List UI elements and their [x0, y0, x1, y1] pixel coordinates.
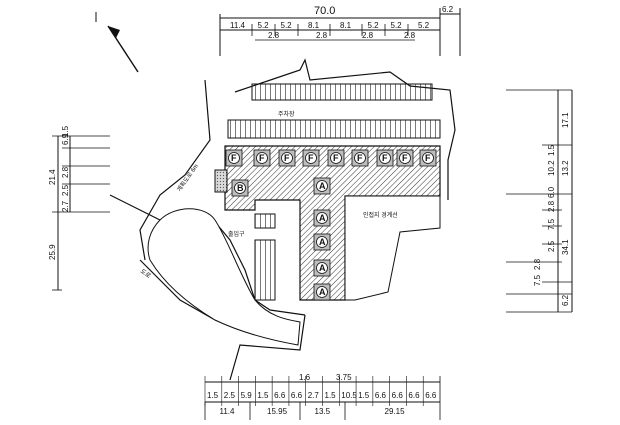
dim-right-7-5: 7.5	[547, 218, 556, 230]
unit-f-marker: F	[302, 149, 320, 167]
svg-text:A: A	[319, 263, 326, 273]
label-adjacent-boundary: 인접지 경계선	[363, 211, 398, 219]
dim-bottom-1-6: 1.6	[299, 373, 311, 382]
dim-left-6-9: 6.9	[61, 133, 70, 145]
svg-text:F: F	[382, 153, 388, 163]
dim-right-2-8: 2.8	[547, 200, 556, 212]
top-dimension-chain: 70.0 6.2 11.4 5.2 5.2 8.1 8.1 5.2 5.2 5.2 2.8 2.…	[219, 5, 461, 56]
svg-text:A: A	[319, 287, 326, 297]
svg-text:F: F	[425, 153, 431, 163]
dim-right-6-2: 6.2	[561, 294, 570, 306]
top-row2-label: 2.8	[268, 31, 280, 40]
road-region	[147, 208, 301, 346]
svg-text:F: F	[284, 153, 290, 163]
bottom-row2-label: 11.4	[220, 407, 236, 416]
dim-right-17-1: 17.1	[561, 112, 570, 128]
top-row1-label: 5.2	[368, 21, 380, 30]
dim-left-2-7: 2.7	[61, 200, 70, 212]
bottom-row1-label: 1.5	[358, 391, 370, 400]
top-row2-label: 2.8	[316, 31, 328, 40]
unit-f-marker: F	[278, 149, 296, 167]
bottom-row2-label: 13.5	[315, 407, 331, 416]
bottom-row1-label: 6.6	[375, 391, 387, 400]
parking-area	[227, 83, 441, 139]
bottom-row2-label: 15.95	[267, 407, 288, 416]
bottom-row1-label: 1.5	[325, 391, 337, 400]
svg-text:F: F	[231, 153, 237, 163]
dim-right-34-1: 34.1	[561, 239, 570, 255]
unit-f-marker: F	[351, 149, 369, 167]
svg-text:F: F	[333, 153, 339, 163]
top-row2-label: 2.8	[404, 31, 416, 40]
bottom-row1-label: 1.5	[207, 391, 219, 400]
top-row1-label: 11.4	[230, 21, 246, 30]
unit-f-marker: F	[253, 149, 271, 167]
dim-left-25-9: 25.9	[48, 244, 57, 260]
dim-right-7-5b: 7.5	[533, 274, 542, 286]
bottom-row1-label: 6.6	[425, 391, 437, 400]
svg-text:F: F	[308, 153, 314, 163]
right-dimension-chain: 17.1 1.5 10.2 13.2 2.8 6.0 7.5 2.5 2.8 7…	[506, 89, 573, 313]
svg-text:A: A	[319, 237, 326, 247]
top-row1-label: 8.1	[308, 21, 320, 30]
dim-bottom-3-75: 3.75	[336, 373, 352, 382]
unit-f-marker: F	[376, 149, 394, 167]
bottom-row1-label: 1.5	[257, 391, 269, 400]
unit-a-marker: A	[313, 259, 331, 277]
dim-left-1-5: 1.5	[61, 125, 70, 137]
label-side-road: 계획도로 6m	[175, 162, 200, 193]
top-row2-label: 2.8	[362, 31, 374, 40]
svg-text:F: F	[259, 153, 265, 163]
unit-f-marker: F	[225, 149, 243, 167]
bottom-row1-label: 6.6	[291, 391, 303, 400]
unit-a-marker: A	[313, 209, 331, 227]
top-row1-label: 8.1	[340, 21, 352, 30]
unit-a-marker: A	[313, 177, 331, 195]
svg-text:F: F	[357, 153, 363, 163]
bottom-row1-label: 2.7	[308, 391, 320, 400]
dim-right-6-0: 6.0	[547, 186, 556, 198]
building-footprint	[214, 145, 441, 301]
bottom-row1-label: 10.5	[341, 391, 357, 400]
bottom-row1-label: 6.6	[274, 391, 286, 400]
dim-top-right-edge: 6.2	[442, 5, 454, 14]
top-row1-label: 5.2	[418, 21, 430, 30]
top-row1-label: 5.2	[391, 21, 403, 30]
bottom-row2-label: 29.15	[385, 407, 406, 416]
unit-a-marker: A	[313, 233, 331, 251]
bottom-row1-label: 6.6	[408, 391, 420, 400]
dim-right-10-2: 10.2	[547, 160, 556, 176]
dim-left-2-8: 2.8	[61, 166, 70, 178]
b-type-units: B	[231, 179, 249, 197]
dim-right-2-5: 2.5	[547, 240, 556, 252]
svg-text:F: F	[402, 153, 408, 163]
svg-text:B: B	[237, 183, 244, 193]
label-parking: 주차장	[278, 110, 295, 118]
unit-f-marker: F	[396, 149, 414, 167]
bottom-row1-label: 2.5	[224, 391, 236, 400]
svg-text:A: A	[319, 181, 326, 191]
unit-f-marker: F	[419, 149, 437, 167]
unit-a-marker: A	[313, 283, 331, 301]
dim-right-2-8b: 2.8	[533, 258, 542, 270]
top-row1-label: 5.2	[281, 21, 293, 30]
bottom-row1-label: 6.6	[392, 391, 404, 400]
dim-right-13-2: 13.2	[561, 160, 570, 176]
dim-right-1-5: 1.5	[547, 144, 556, 156]
svg-text:A: A	[319, 213, 326, 223]
label-entry: 출입구	[228, 230, 245, 238]
unit-b-marker: B	[231, 179, 249, 197]
top-row1-label: 5.2	[258, 21, 270, 30]
dim-left-21-4: 21.4	[48, 169, 57, 185]
left-dimension-chain: 6.9 1.5 2.8 2.5 2.7 21.4 25.9	[48, 125, 110, 291]
unit-f-marker: F	[327, 149, 345, 167]
dim-left-2-5: 2.5	[61, 184, 70, 196]
a-type-units: A A A A A	[313, 177, 331, 301]
bottom-row1-label: 5.9	[241, 391, 253, 400]
dim-top-overall: 70.0	[314, 5, 335, 17]
north-arrow-icon	[95, 12, 139, 73]
